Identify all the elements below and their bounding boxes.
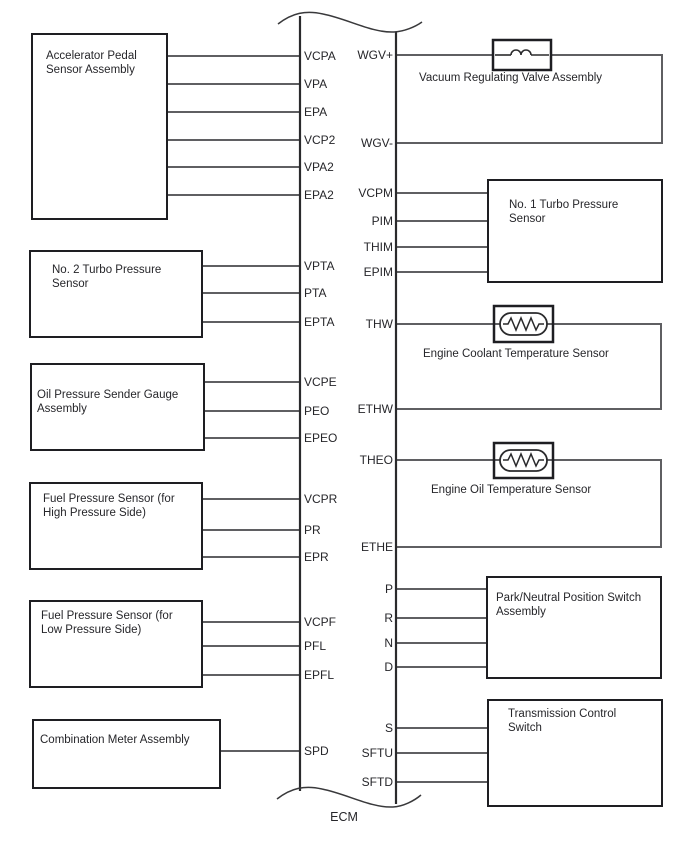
pin-label-sftd: SFTD: [361, 775, 393, 789]
ecm-label: ECM: [330, 810, 358, 824]
pin-label-vpa: VPA: [304, 77, 328, 91]
pin-label-spd: SPD: [304, 744, 329, 758]
pin-label-epfl: EPFL: [304, 668, 335, 682]
pin-label-r: R: [384, 611, 393, 625]
coil-windings: [510, 49, 532, 56]
pin-label-vcpa: VCPA: [304, 49, 336, 63]
pin-label-vcpm: VCPM: [358, 186, 393, 200]
engine-coolant-temp-loop: [396, 323, 662, 410]
pin-label-pim: PIM: [371, 214, 393, 228]
pin-label-d: D: [384, 660, 393, 674]
component-box-no1-turbo-pressure-sensor: No. 1 Turbo Pressure Sensor: [487, 179, 663, 283]
pin-label-ethe: ETHE: [360, 540, 393, 554]
pin-label-epim: EPIM: [363, 265, 393, 279]
pin-label-epr: EPR: [304, 550, 329, 564]
component-box-combination-meter: Combination Meter Assembly: [32, 719, 221, 789]
pin-label-pta: PTA: [304, 286, 327, 300]
component-label-engine-coolant-temp-sensor: Engine Coolant Temperature Sensor: [423, 348, 609, 360]
ecm-top-torn-edge: [277, 11, 423, 33]
pin-label-vcpe: VCPE: [304, 375, 337, 389]
pin-label-theo: THEO: [359, 453, 393, 467]
pin-label-pfl: PFL: [304, 639, 327, 653]
pin-label-n: N: [384, 636, 393, 650]
pin-label-vpta: VPTA: [304, 259, 335, 273]
pin-label-wgvminus: WGV-: [361, 136, 393, 150]
component-box-fuel-pressure-sensor-low: Fuel Pressure Sensor (for Low Pressure S…: [29, 600, 203, 688]
pin-label-thw: THW: [365, 317, 393, 331]
pin-label-thim: THIM: [363, 240, 393, 254]
pin-label-epa2: EPA2: [304, 188, 334, 202]
component-label-engine-oil-temp-sensor: Engine Oil Temperature Sensor: [431, 484, 592, 496]
pin-label-sftu: SFTU: [361, 746, 393, 760]
pin-label-epa: EPA: [304, 105, 328, 119]
component-box-fuel-pressure-sensor-high: Fuel Pressure Sensor (for High Pressure …: [29, 482, 203, 570]
component-box-transmission-control-switch: Transmission Control Switch: [487, 699, 663, 807]
component-box-no2-turbo-pressure-sensor: No. 2 Turbo Pressure Sensor: [29, 250, 203, 338]
component-label-vacuum-regulating-valve: Vacuum Regulating Valve Assembly: [419, 72, 603, 84]
component-box-accelerator-pedal-sensor: Accelerator Pedal Sensor Assembly: [31, 33, 168, 220]
pin-label-vcpf: VCPF: [304, 615, 337, 629]
resistor-zigzag: [503, 316, 544, 332]
pin-label-s: S: [384, 721, 393, 735]
pin-label-peo: PEO: [304, 404, 330, 418]
pin-label-pr: PR: [304, 523, 321, 537]
pin-label-p: P: [384, 582, 393, 596]
pin-label-vpa2: VPA2: [304, 160, 334, 174]
pin-label-ethw: ETHW: [357, 402, 393, 416]
thermistor-icon: [492, 304, 555, 344]
ecm-bottom-torn-edge: [276, 786, 422, 808]
thermistor-icon: [492, 441, 555, 480]
pin-label-epta: EPTA: [304, 315, 335, 329]
component-box-oil-pressure-sender-gauge: Oil Pressure Sender Gauge Assembly: [30, 363, 205, 451]
pin-label-wgvplus: WGV+: [357, 48, 393, 62]
pin-label-epeo: EPEO: [304, 431, 338, 445]
engine-oil-temp-loop: [396, 459, 662, 548]
pin-label-vcp2: VCP2: [304, 133, 336, 147]
resistor-zigzag: [503, 452, 544, 468]
pin-label-vcpr: VCPR: [304, 492, 338, 506]
component-box-park-neutral-position-switch: Park/Neutral Position Switch Assembly: [486, 576, 662, 679]
